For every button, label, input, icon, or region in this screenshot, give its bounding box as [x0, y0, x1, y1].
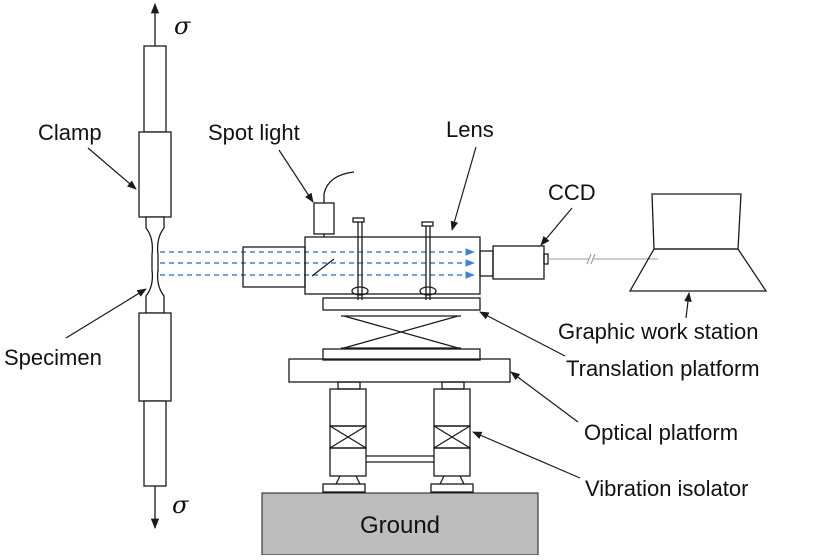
translation-platform-label: Translation platform [566, 356, 760, 381]
upper-rod [143, 45, 167, 133]
translation-platform-leader [479, 311, 566, 357]
sigma-bottom-label: σ [172, 491, 189, 519]
specimen-label: Specimen [4, 345, 102, 370]
ccd-cable [548, 253, 658, 265]
optical-platform-leader [510, 371, 579, 423]
vibration-isolator-right [430, 381, 474, 493]
specimen-assembly [138, 2, 172, 530]
optical-platform-label: Optical platform [584, 420, 738, 445]
vibration-isolator-label: Vibration isolator [585, 476, 748, 501]
lens-leader [450, 146, 477, 231]
isolator-crossbar [366, 455, 434, 463]
light-beam [160, 248, 475, 279]
sigma-top-label: σ [174, 12, 191, 40]
lower-clamp [138, 312, 172, 402]
specimen-leader [65, 288, 147, 339]
spot-light-leader [278, 149, 314, 203]
lens-rear [479, 250, 494, 277]
beam-splitter [311, 258, 335, 277]
spot-light-label: Spot light [208, 120, 300, 145]
vibration-isolator-leader [472, 431, 581, 479]
lens-front-tube [242, 246, 306, 288]
ccd-label: CCD [548, 180, 596, 205]
ground-label: Ground [360, 512, 440, 539]
graphic-work-station-leader [684, 292, 692, 319]
spot-light [313, 202, 335, 235]
ground-block [261, 492, 539, 556]
spot-light-cable [323, 171, 355, 203]
lower-rod [143, 400, 167, 487]
ccd-leader [540, 207, 573, 246]
vibration-isolator-left [322, 381, 367, 493]
ccd-camera [492, 245, 549, 280]
lens-label: Lens [446, 117, 494, 142]
clamp-leader [87, 147, 137, 190]
lens-body [304, 236, 481, 295]
graphic-work-station-label: Graphic work station [558, 319, 759, 344]
laptop [628, 193, 768, 292]
translation-platform [322, 297, 481, 361]
laptop-screen [651, 193, 742, 250]
optical-platform [288, 358, 511, 383]
specimen-body [145, 216, 165, 314]
clamp-label: Clamp [38, 120, 102, 145]
lens-assembly [242, 171, 494, 300]
upper-clamp [138, 131, 172, 218]
laptop-base [628, 248, 768, 292]
